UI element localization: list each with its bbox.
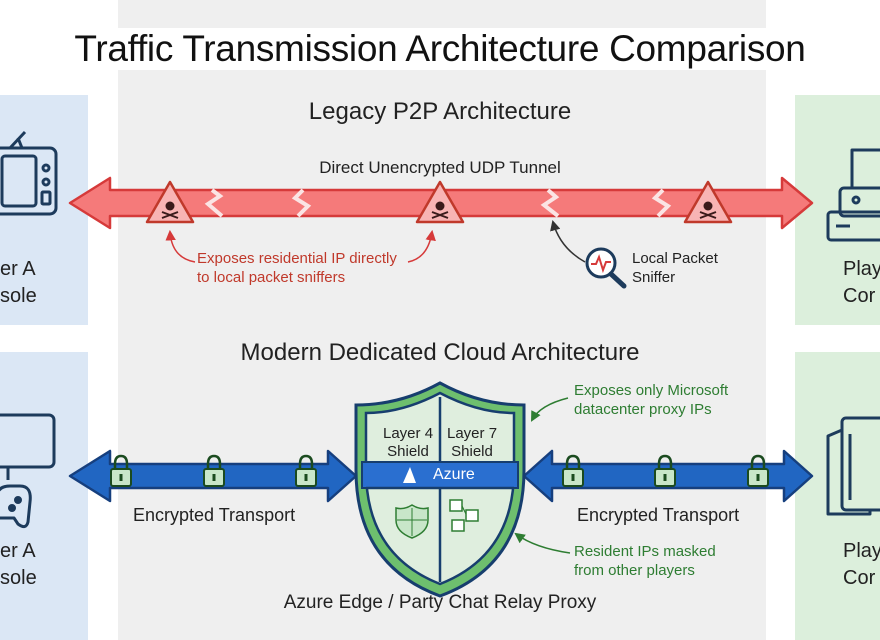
left-transport-label: Encrypted Transport bbox=[133, 505, 296, 525]
lock-icon bbox=[203, 454, 225, 487]
monitor-controller-icon bbox=[0, 413, 56, 529]
layer4-shield-label: Shield bbox=[387, 443, 429, 460]
note-pointer-top bbox=[531, 397, 569, 422]
right-console-label-line2: Cor bbox=[843, 285, 876, 307]
layer7-shield-label: Shield bbox=[451, 443, 493, 460]
lock-icon bbox=[654, 454, 676, 487]
warning-skull-icon bbox=[415, 180, 465, 224]
sniffer-label-line2: Sniffer bbox=[632, 269, 676, 286]
risk-note-line2: to local packet sniffers bbox=[197, 269, 346, 286]
lock-icon bbox=[110, 454, 132, 487]
risk-note-line1: Exposes residential IP directly bbox=[197, 250, 397, 267]
layer7-label: Layer 7 bbox=[447, 425, 498, 442]
left-console-label-line1: er A bbox=[0, 258, 36, 280]
risk-pointer-right bbox=[407, 229, 436, 263]
lock-icons bbox=[110, 454, 769, 487]
layer4-label: Layer 4 bbox=[383, 425, 434, 442]
left-console-label-line2: sole bbox=[0, 567, 37, 589]
game-console-icon bbox=[826, 148, 880, 242]
left-console-label-line2: sole bbox=[0, 285, 37, 307]
right-transport-label: Encrypted Transport bbox=[577, 505, 740, 525]
lock-icon bbox=[295, 454, 317, 487]
relay-proxy-label: Azure Edge / Party Chat Relay Proxy bbox=[283, 592, 597, 613]
udp-tunnel-label: Direct Unencrypted UDP Tunnel bbox=[319, 158, 561, 177]
note-pointer-bottom bbox=[514, 532, 571, 554]
proxy-ip-note-line1: Exposes only Microsoft bbox=[574, 382, 729, 399]
security-shield bbox=[354, 381, 526, 598]
modern-section-title: Modern Dedicated Cloud Architecture bbox=[240, 339, 640, 366]
sniffer-pointer bbox=[550, 219, 586, 263]
lock-icon bbox=[562, 454, 584, 487]
right-player-panel-top bbox=[795, 95, 880, 325]
magnifier-icon bbox=[585, 247, 627, 289]
right-player-panel-bottom bbox=[795, 352, 880, 640]
tv-console-icon bbox=[0, 130, 58, 216]
masked-ip-note-line1: Resident IPs masked bbox=[574, 543, 716, 560]
right-console-label-line2: Cor bbox=[843, 567, 876, 589]
risk-pointer-left bbox=[165, 229, 196, 263]
left-console-label-line1: er A bbox=[0, 540, 36, 562]
lock-icon bbox=[747, 454, 769, 487]
right-console-label-line1: Play bbox=[843, 258, 880, 280]
right-console-label-line1: Play bbox=[843, 540, 880, 562]
warning-skull-icon bbox=[145, 180, 195, 224]
left-player-panel-bottom bbox=[0, 352, 88, 640]
proxy-ip-note-line2: datacenter proxy IPs bbox=[574, 401, 712, 418]
sniffer-label-line1: Local Packet bbox=[632, 250, 718, 267]
warning-skull-icon bbox=[683, 180, 733, 224]
left-player-panel-top bbox=[0, 95, 88, 325]
page-title: Traffic Transmission Architecture Compar… bbox=[0, 28, 880, 70]
azure-label: Azure bbox=[433, 466, 475, 483]
masked-ip-note-line2: from other players bbox=[574, 562, 695, 579]
legacy-section-title: Legacy P2P Architecture bbox=[308, 98, 572, 125]
console-box-icon bbox=[826, 416, 880, 516]
